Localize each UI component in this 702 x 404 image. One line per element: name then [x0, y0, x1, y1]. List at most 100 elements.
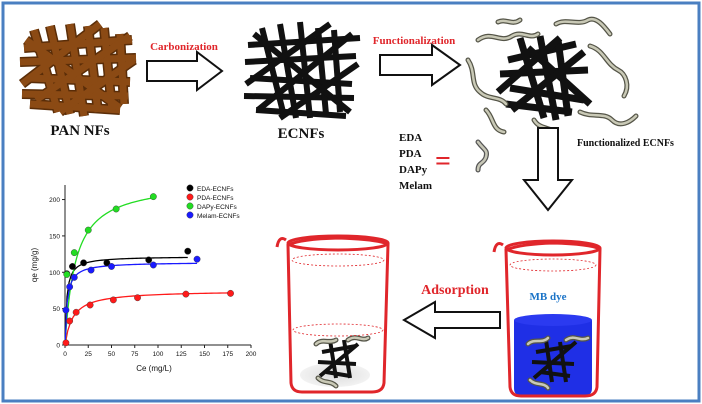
y-tick-label: 100 [49, 270, 60, 277]
pan-fiber [84, 25, 102, 113]
fecnf-fiber [509, 49, 587, 113]
x-tick-label: 100 [153, 351, 164, 358]
pan-fiber [29, 100, 121, 114]
settled-amine-chain [346, 336, 370, 342]
beaker-right-mark [509, 258, 597, 272]
functionalized-ecnfs-label: Functionalized ECNFs [577, 138, 674, 149]
data-point [227, 289, 234, 297]
pan-nfs-label: PAN NFs [50, 123, 109, 139]
adsorption-label: Adsorption [421, 283, 489, 298]
y-tick-label: 50 [53, 306, 61, 313]
data-point [87, 266, 95, 274]
ecnf-fiber [278, 61, 360, 121]
beaker-left-spout [275, 237, 287, 248]
fecnf-fiber [509, 84, 585, 104]
functionalized-ecnf-mat [465, 16, 639, 137]
data-point [62, 306, 70, 314]
x-tick-label: 75 [131, 351, 139, 358]
dye-fiber [535, 344, 573, 354]
dye-surface [514, 314, 592, 326]
data-point [69, 263, 76, 270]
fecnf-amine-chain [466, 58, 508, 106]
settled-fiber [325, 370, 351, 378]
x-tick-label: 200 [246, 351, 257, 358]
settled-fiber [342, 339, 352, 379]
y-tick-label: 200 [49, 197, 60, 204]
beaker-clean [275, 234, 390, 394]
x-tick-label: 25 [85, 351, 93, 358]
data-point [182, 290, 190, 298]
reagent-dapy: DAPy [399, 164, 428, 176]
carbonization-arrow [146, 49, 224, 93]
data-point [109, 296, 117, 304]
data-point [184, 247, 192, 255]
beaker-left-mark-top [291, 253, 385, 267]
x-tick-label: 50 [108, 351, 116, 358]
amine-chain-icon-fill [476, 140, 488, 172]
y-tick-label: 0 [56, 343, 60, 350]
data-point [80, 259, 88, 267]
fecnf-amine-chain [578, 110, 638, 126]
dye-amine-chain [526, 336, 550, 346]
data-point [63, 271, 71, 278]
data-point [149, 261, 157, 269]
pan-fiber [34, 33, 132, 103]
x-tick-label: 0 [63, 351, 67, 358]
beaker-right-outline [504, 241, 602, 398]
pan-fiber [57, 57, 137, 115]
dye-fiber [558, 341, 568, 383]
reagent-pda: PDA [399, 148, 422, 160]
dye-fiber [544, 339, 554, 383]
data-point [86, 301, 94, 309]
beaker-right-spout [492, 242, 504, 253]
ecnf-fiber [256, 31, 354, 113]
x-tick-label: 150 [199, 351, 210, 358]
fit-curve-3 [64, 262, 198, 346]
fit-curve-2 [64, 197, 154, 346]
pan-fiber [30, 29, 62, 113]
reagent-eda: EDA [399, 132, 422, 144]
fecnf-fiber [495, 35, 563, 95]
legend-marker [186, 193, 194, 201]
ecnf-fiber [315, 27, 329, 115]
beaker-left-rim [286, 234, 390, 252]
legend-marker [186, 211, 194, 219]
data-point [108, 263, 115, 270]
data-point [70, 249, 78, 257]
data-point [149, 193, 157, 201]
legend-label: PDA-ECNFs [197, 195, 234, 202]
data-point [84, 226, 92, 234]
functionalization-arrow [379, 43, 462, 87]
beaker-left-outline [286, 236, 390, 394]
settled-amine-chain [314, 338, 338, 346]
beaker-left-mark-mid [292, 323, 384, 337]
ecnf-fiber [331, 29, 343, 113]
settled-amine-chain [316, 376, 338, 388]
dye-amine-chain [564, 336, 590, 342]
pan-fiber [46, 25, 74, 115]
fit-curve-1 [64, 292, 231, 346]
fecnf-amine-chain [476, 32, 540, 42]
carbonization-label: Carbonization [150, 41, 218, 53]
data-point [145, 256, 153, 264]
data-point [72, 308, 80, 316]
ecnf-fiber [277, 23, 299, 119]
x-tick-label: 125 [176, 351, 187, 358]
legend-marker [186, 202, 194, 210]
legend-label: DAPy-ECNFs [197, 204, 237, 211]
fecnf-amine-chain [588, 44, 629, 98]
settled-fiber [318, 342, 360, 378]
adsorption-arrow [402, 300, 501, 340]
data-point [134, 294, 141, 302]
data-point [66, 283, 74, 291]
data-point [112, 205, 120, 213]
reagent-melam: Melam [399, 180, 432, 192]
legend-marker [186, 184, 194, 192]
dye-amine-chain [528, 378, 550, 390]
ecnf-mat [243, 21, 361, 121]
mb-dye-label: MB dye [530, 291, 567, 303]
y-tick-label: 150 [49, 233, 60, 240]
functionalization-label: Functionalization [373, 35, 456, 47]
